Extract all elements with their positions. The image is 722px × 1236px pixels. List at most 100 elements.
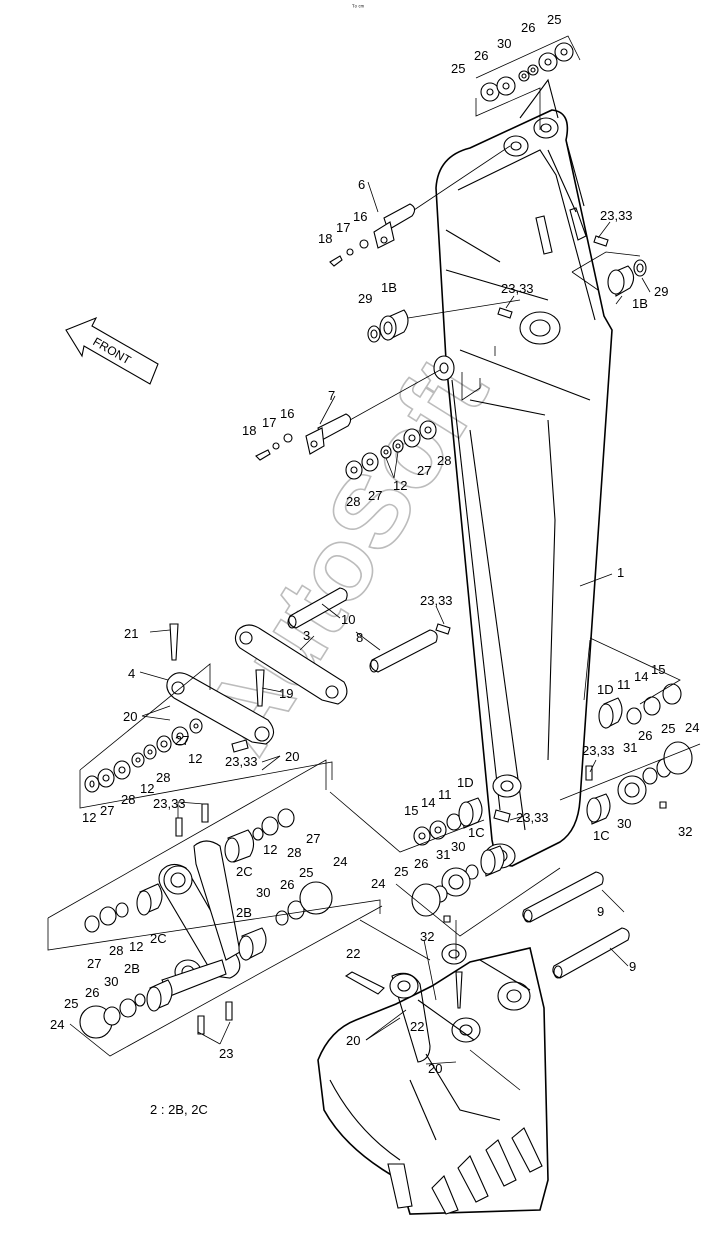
label-1c-left: 1C (468, 825, 485, 840)
grease-fitting-link (231, 739, 249, 753)
label-32-left: 32 (420, 929, 434, 944)
label-23-33-mid: 23,33 (501, 281, 534, 296)
label-23-33-link-left: 23,33 (153, 796, 186, 811)
label-21: 21 (124, 626, 138, 641)
label-25-right: 25 (661, 721, 675, 736)
label-23: 23 (219, 1046, 233, 1061)
label-24-right: 24 (685, 720, 699, 735)
label-11-right: 11 (617, 677, 631, 692)
label-22-left: 22 (346, 946, 360, 961)
label-30-link-lower: 30 (256, 885, 270, 900)
label-8: 8 (356, 630, 363, 645)
bushing-2c-lower-face (136, 890, 152, 916)
label-25-top-left: 25 (451, 61, 465, 76)
grease-fitting-23a (175, 817, 183, 837)
label-17-lower: 17 (262, 415, 276, 430)
bushing-2b-lower-face (146, 986, 162, 1012)
label-28-left-b: 28 (156, 770, 170, 785)
label-22-right: 22 (410, 1019, 424, 1034)
label-1d-right: 1D (597, 682, 614, 697)
pin-10 (287, 587, 348, 629)
pin-9-lower (552, 927, 630, 979)
label-26-left: 26 (414, 856, 428, 871)
label-27-left-b: 27 (175, 733, 189, 748)
label-28-lower-left: 28 (109, 943, 123, 958)
leader-lines (139, 181, 651, 1065)
bolt-22b (455, 971, 463, 1009)
label-12-link-right: 12 (263, 842, 277, 857)
grease-fitting-top (593, 235, 609, 247)
pin-7 (255, 369, 441, 461)
bushing-1b-right (571, 251, 647, 297)
washers-left-upper (79, 663, 333, 809)
bolt-19 (255, 669, 265, 707)
bolt-22a (344, 971, 385, 995)
label-23-33-lower: 23,33 (516, 810, 549, 825)
label-17-upper: 17 (336, 220, 350, 235)
label-12-left-a: 12 (82, 810, 96, 825)
label-2c-upper: 2C (236, 864, 253, 879)
grease-fitting-right (585, 765, 593, 781)
label-27-mid-right: 27 (417, 463, 431, 478)
label-10: 10 (341, 612, 355, 627)
label-15-left: 15 (404, 803, 418, 818)
label-11-left: 11 (438, 787, 452, 802)
label-31-right: 31 (623, 740, 637, 755)
label-6: 6 (358, 177, 365, 192)
label-9-lower: 9 (629, 959, 636, 974)
label-3: 3 (303, 628, 310, 643)
label-30-left: 30 (451, 839, 465, 854)
label-9-upper: 9 (597, 904, 604, 919)
label-26-link-lower: 26 (280, 877, 294, 892)
label-26-top-right: 26 (521, 20, 535, 35)
grease-fitting-23c (197, 1015, 205, 1035)
label-23-33-link: 23,33 (225, 754, 258, 769)
label-12-lower-left: 12 (129, 939, 143, 954)
label-30-lower-left: 30 (104, 974, 118, 989)
label-27-left-a: 27 (100, 803, 114, 818)
label-25-top-right: 25 (547, 12, 561, 27)
pin-9-upper (522, 871, 604, 923)
side-link-2 (158, 840, 241, 997)
label-28-left-a: 28 (121, 792, 135, 807)
label-30-top: 30 (497, 36, 511, 51)
top-washer-stack (475, 35, 581, 130)
label-18-lower: 18 (242, 423, 256, 438)
label-23-33-top-right: 23,33 (600, 208, 633, 223)
grease-fitting-23d (225, 1001, 233, 1021)
bucket (317, 919, 549, 1215)
boom-foot-parts-upper (583, 637, 682, 729)
label-24-lower-left: 24 (50, 1017, 64, 1032)
label-12-left-c: 12 (188, 751, 202, 766)
label-20-link: 20 (285, 749, 299, 764)
bolt-21 (169, 623, 179, 661)
label-18-upper: 18 (318, 231, 332, 246)
label-27-mid-left: 27 (368, 488, 382, 503)
label-31-left: 31 (436, 847, 450, 862)
label-14-left: 14 (421, 795, 435, 810)
label-32-right: 32 (678, 824, 692, 839)
label-7: 7 (328, 388, 335, 403)
label-23-33-right: 23,33 (582, 743, 615, 758)
label-27-lower-left: 27 (87, 956, 101, 971)
label-24-link-lower: 24 (333, 854, 347, 869)
washers-link-right (47, 759, 383, 1057)
label-1d-left: 1D (457, 775, 474, 790)
label-16-lower: 16 (280, 406, 294, 421)
label-24-left: 24 (371, 876, 385, 891)
corner-mark: ᵀᵒ ᶜᵐ (352, 4, 365, 11)
label-2c-lower: 2C (150, 931, 167, 946)
link-4 (166, 672, 275, 745)
bushing-1b-left (367, 299, 521, 343)
label-27-link-right: 27 (306, 831, 320, 846)
label-25-lower-left: 25 (64, 996, 78, 1011)
label-23-33-pin8: 23,33 (420, 593, 453, 608)
label-20-left-bucket: 20 (346, 1033, 360, 1048)
label-25-left: 25 (394, 864, 408, 879)
boom-foot-parts-left (329, 791, 561, 937)
grease-fitting-23b (201, 803, 209, 823)
label-30-right: 30 (617, 816, 631, 831)
label-1b-left: 1B (381, 280, 397, 295)
label-26-lower-left: 26 (85, 985, 99, 1000)
